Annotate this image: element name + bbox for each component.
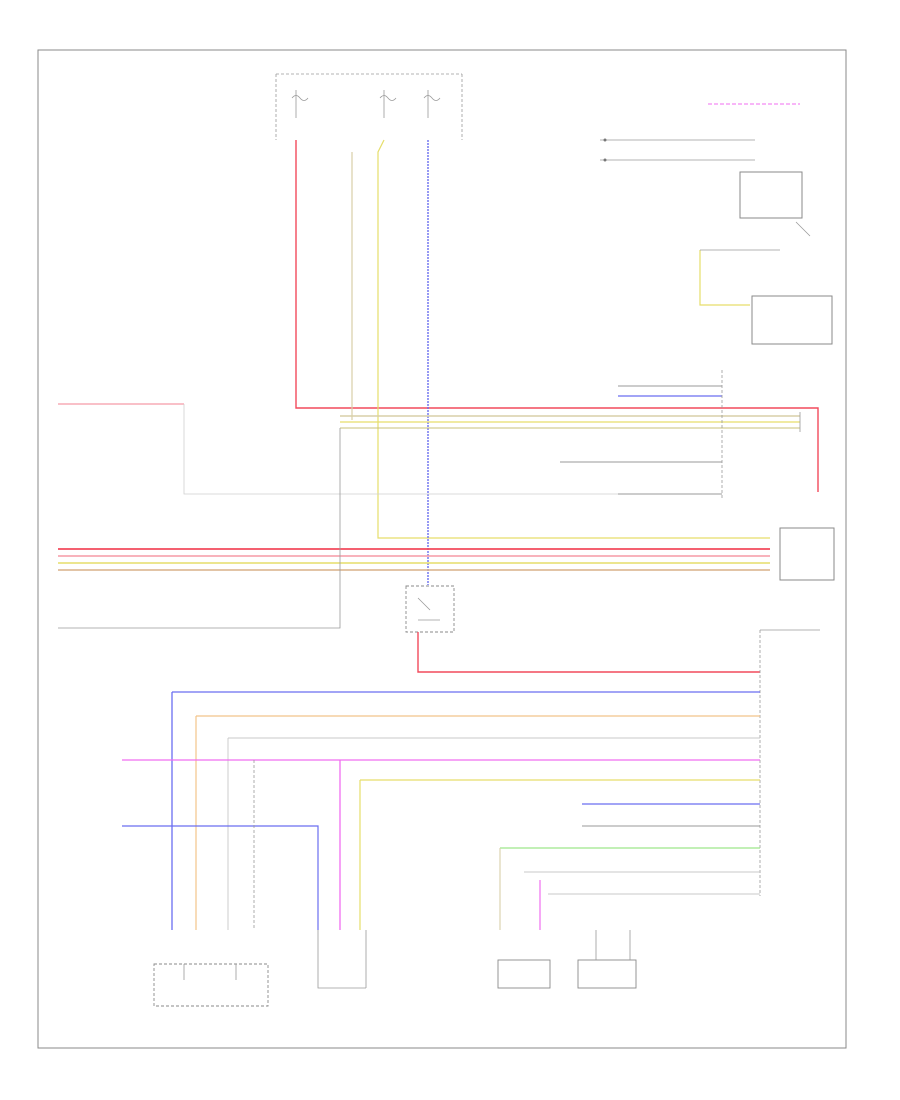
wire-red-feed	[295, 140, 819, 492]
middle-connector-block	[340, 370, 801, 500]
wire-tan-feed	[377, 139, 770, 539]
bottom-sensors	[153, 930, 637, 1007]
wire-relay-out	[417, 632, 760, 673]
pcm-wires	[122, 691, 760, 930]
fuse-box-top	[275, 73, 463, 140]
diagram-frame	[37, 49, 847, 1049]
wire-gray-return	[183, 404, 618, 495]
relay	[405, 585, 455, 633]
wire-yellow-sensor	[699, 250, 750, 306]
top-right-connectors	[600, 103, 811, 237]
sensor-connector	[751, 295, 833, 345]
fuse-symbol	[291, 95, 441, 101]
pcm-connector	[759, 629, 820, 896]
four-wire-bundle	[58, 527, 835, 581]
